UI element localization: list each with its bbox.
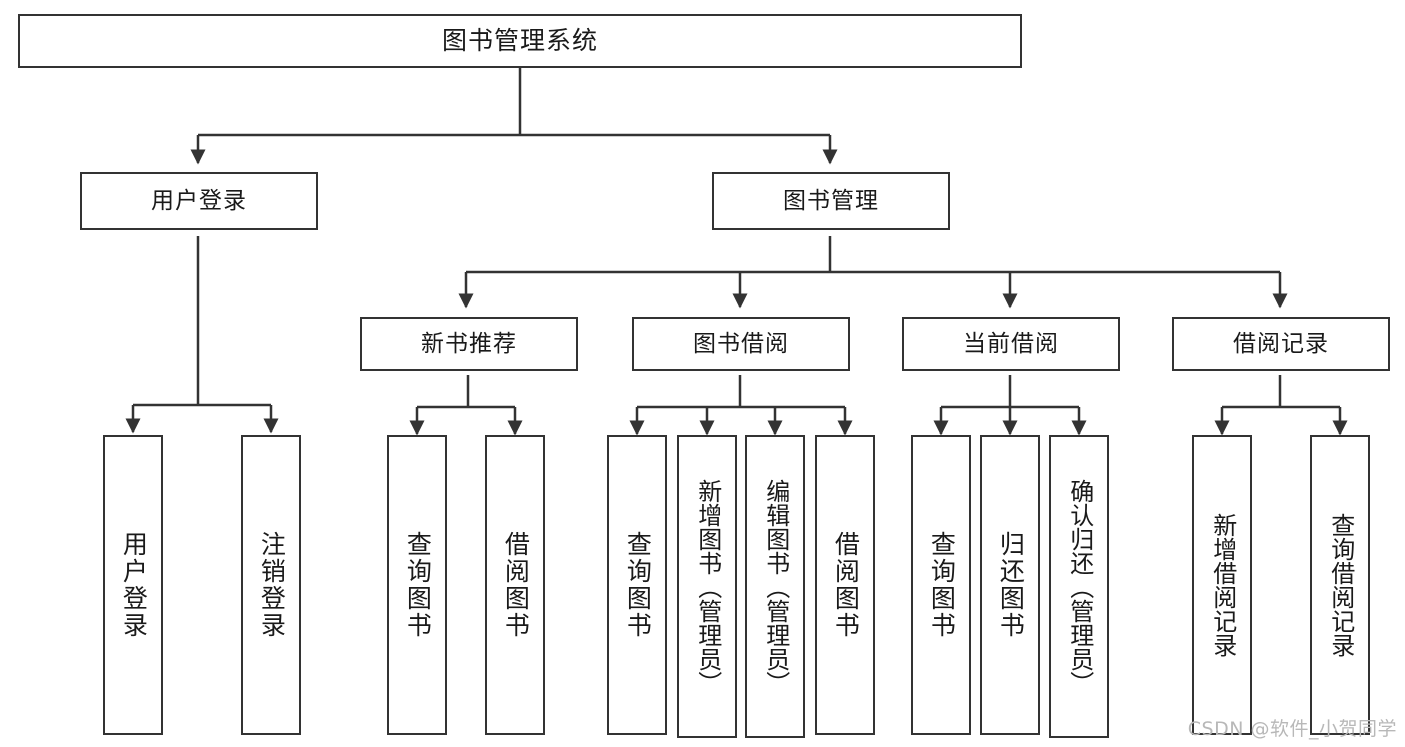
node-user-login[interactable]: 用户登录 bbox=[80, 172, 318, 230]
node-new-book-recommend-label: 新书推荐 bbox=[421, 330, 517, 357]
leaf-user-login[interactable]: 用户登录 bbox=[103, 435, 163, 735]
leaf-borrow-book-2-label: 借阅图书 bbox=[831, 531, 861, 639]
node-book-manage-label: 图书管理 bbox=[783, 187, 879, 214]
node-borrow-record-label: 借阅记录 bbox=[1233, 330, 1329, 357]
leaf-return-book[interactable]: 归还图书 bbox=[980, 435, 1040, 735]
watermark: CSDN @软件_小贺同学 bbox=[1187, 718, 1397, 740]
node-borrow-record[interactable]: 借阅记录 bbox=[1172, 317, 1390, 371]
node-current-borrow[interactable]: 当前借阅 bbox=[902, 317, 1120, 371]
node-root-label: 图书管理系统 bbox=[441, 26, 598, 56]
leaf-borrow-book-1-label: 借阅图书 bbox=[501, 531, 531, 639]
leaf-add-record-label: 新增借阅记录 bbox=[1208, 513, 1237, 657]
leaf-borrow-book-2[interactable]: 借阅图书 bbox=[815, 435, 875, 735]
node-root[interactable]: 图书管理系统 bbox=[18, 14, 1022, 68]
node-book-borrow[interactable]: 图书借阅 bbox=[632, 317, 850, 371]
leaf-query-book-1-label: 查询图书 bbox=[403, 531, 433, 639]
node-book-borrow-label: 图书借阅 bbox=[693, 330, 789, 357]
leaf-user-login-label: 用户登录 bbox=[119, 531, 149, 639]
leaf-query-book-2[interactable]: 查询图书 bbox=[607, 435, 667, 735]
leaf-query-book-2-label: 查询图书 bbox=[623, 531, 653, 639]
leaf-confirm-return-admin[interactable]: 确认归还（管理员） bbox=[1049, 435, 1109, 738]
leaf-logout-label: 注销登录 bbox=[257, 531, 287, 639]
leaf-add-book-admin[interactable]: 新增图书（管理员） bbox=[677, 435, 737, 738]
leaf-logout[interactable]: 注销登录 bbox=[241, 435, 301, 735]
leaf-add-book-admin-label: 新增图书（管理员） bbox=[693, 478, 722, 695]
node-current-borrow-label: 当前借阅 bbox=[963, 330, 1059, 357]
leaf-query-book-3-label: 查询图书 bbox=[927, 531, 957, 639]
leaf-query-record-label: 查询借阅记录 bbox=[1326, 513, 1355, 657]
leaf-edit-book-admin[interactable]: 编辑图书（管理员） bbox=[745, 435, 805, 738]
leaf-query-record[interactable]: 查询借阅记录 bbox=[1310, 435, 1370, 735]
node-book-manage[interactable]: 图书管理 bbox=[712, 172, 950, 230]
leaf-edit-book-admin-label: 编辑图书（管理员） bbox=[761, 478, 790, 695]
leaf-confirm-return-admin-label: 确认归还（管理员） bbox=[1065, 478, 1094, 695]
leaf-query-book-3[interactable]: 查询图书 bbox=[911, 435, 971, 735]
leaf-borrow-book-1[interactable]: 借阅图书 bbox=[485, 435, 545, 735]
leaf-query-book-1[interactable]: 查询图书 bbox=[387, 435, 447, 735]
node-user-login-label: 用户登录 bbox=[151, 187, 247, 214]
leaf-return-book-label: 归还图书 bbox=[996, 531, 1026, 639]
leaf-add-record[interactable]: 新增借阅记录 bbox=[1192, 435, 1252, 735]
node-new-book-recommend[interactable]: 新书推荐 bbox=[360, 317, 578, 371]
